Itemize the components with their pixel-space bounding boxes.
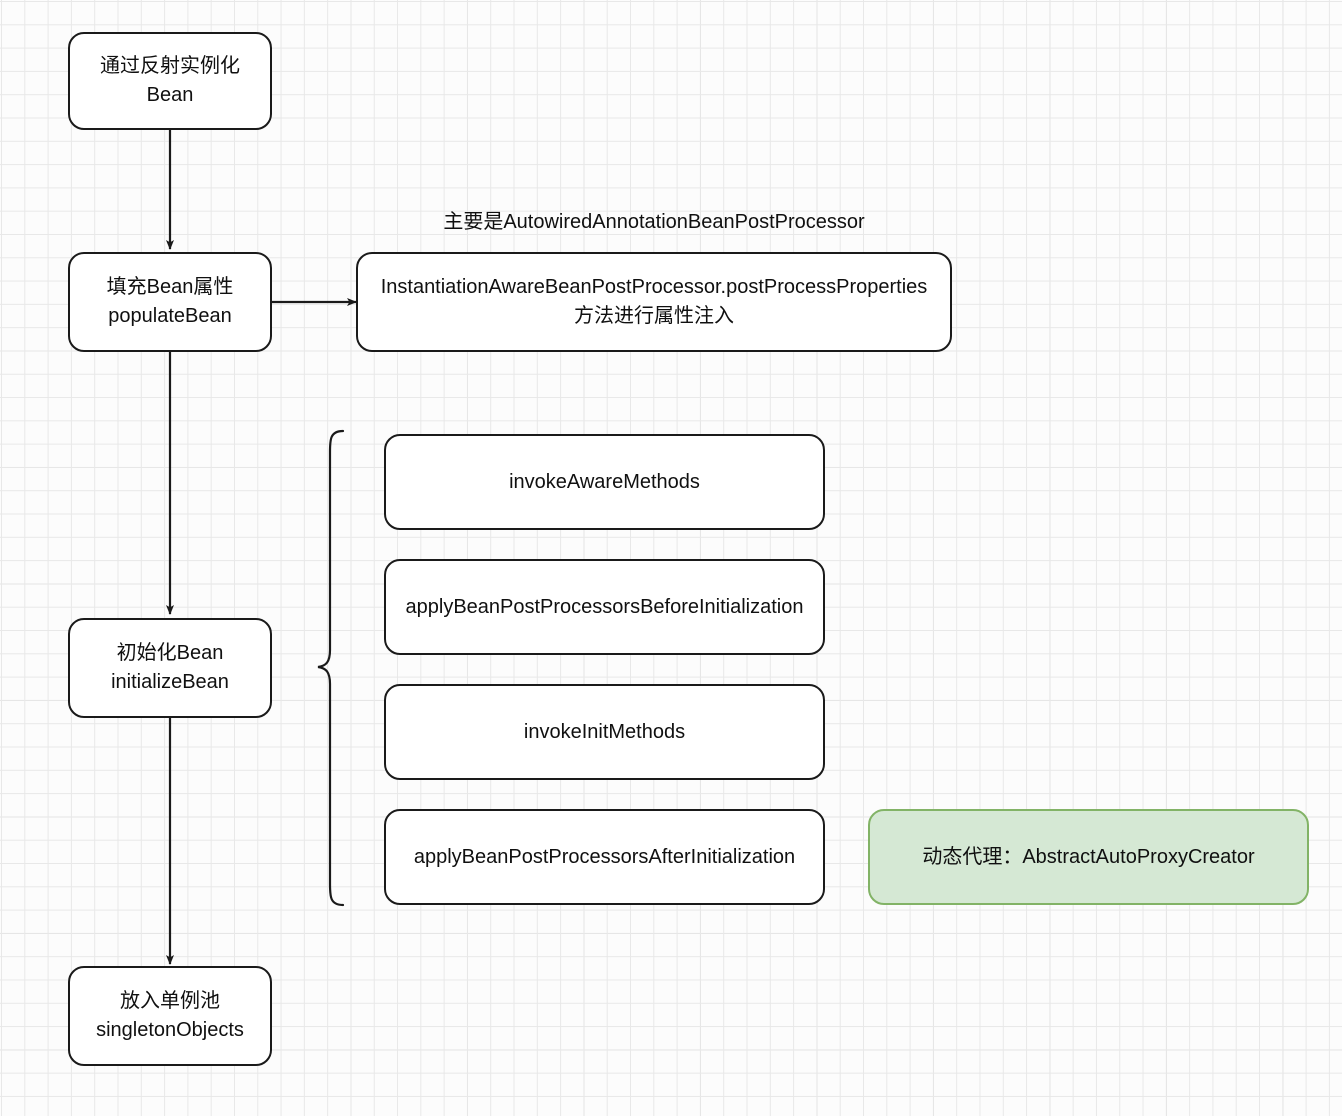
node-populate-bean-label: 填充Bean属性 populateBean xyxy=(106,276,234,327)
node-dynamic-proxy-note[interactable]: 动态代理：AbstractAutoProxyCreator xyxy=(868,809,1309,905)
caption-autowired-annotation-post-processor: 主要是AutowiredAnnotationBeanPostProcessor xyxy=(356,205,952,234)
node-singleton-objects-label: 放入单例池 singletonObjects xyxy=(96,990,244,1041)
node-invoke-init-methods-label: invokeInitMethods xyxy=(523,720,686,743)
node-invoke-aware-methods[interactable]: invokeAwareMethods xyxy=(384,434,825,530)
caption-autowired-annotation-post-processor-text: 主要是AutowiredAnnotationBeanPostProcessor xyxy=(443,211,865,233)
node-instantiate-bean[interactable]: 通过反射实例化Bean xyxy=(68,32,272,130)
node-instantiate-bean-label: 通过反射实例化Bean xyxy=(100,55,240,106)
node-apply-bpp-before-initialization[interactable]: applyBeanPostProcessorsBeforeInitializat… xyxy=(384,559,825,655)
node-invoke-init-methods[interactable]: invokeInitMethods xyxy=(384,684,825,780)
node-populate-bean[interactable]: 填充Bean属性 populateBean xyxy=(68,252,272,352)
node-initialize-bean[interactable]: 初始化Bean initializeBean xyxy=(68,618,272,718)
curly-brace xyxy=(317,429,345,907)
node-post-process-properties[interactable]: InstantiationAwareBeanPostProcessor.post… xyxy=(356,252,952,352)
node-invoke-aware-methods-label: invokeAwareMethods xyxy=(509,470,700,493)
node-apply-bpp-after-initialization[interactable]: applyBeanPostProcessorsAfterInitializati… xyxy=(384,809,825,905)
node-singleton-objects[interactable]: 放入单例池 singletonObjects xyxy=(68,966,272,1066)
node-post-process-properties-label: InstantiationAwareBeanPostProcessor.post… xyxy=(380,276,928,327)
node-apply-bpp-after-initialization-label: applyBeanPostProcessorsAfterInitializati… xyxy=(413,845,796,868)
node-dynamic-proxy-note-label: 动态代理：AbstractAutoProxyCreator xyxy=(922,845,1255,868)
node-initialize-bean-label: 初始化Bean initializeBean xyxy=(111,642,229,693)
node-apply-bpp-before-initialization-label: applyBeanPostProcessorsBeforeInitializat… xyxy=(405,595,804,618)
